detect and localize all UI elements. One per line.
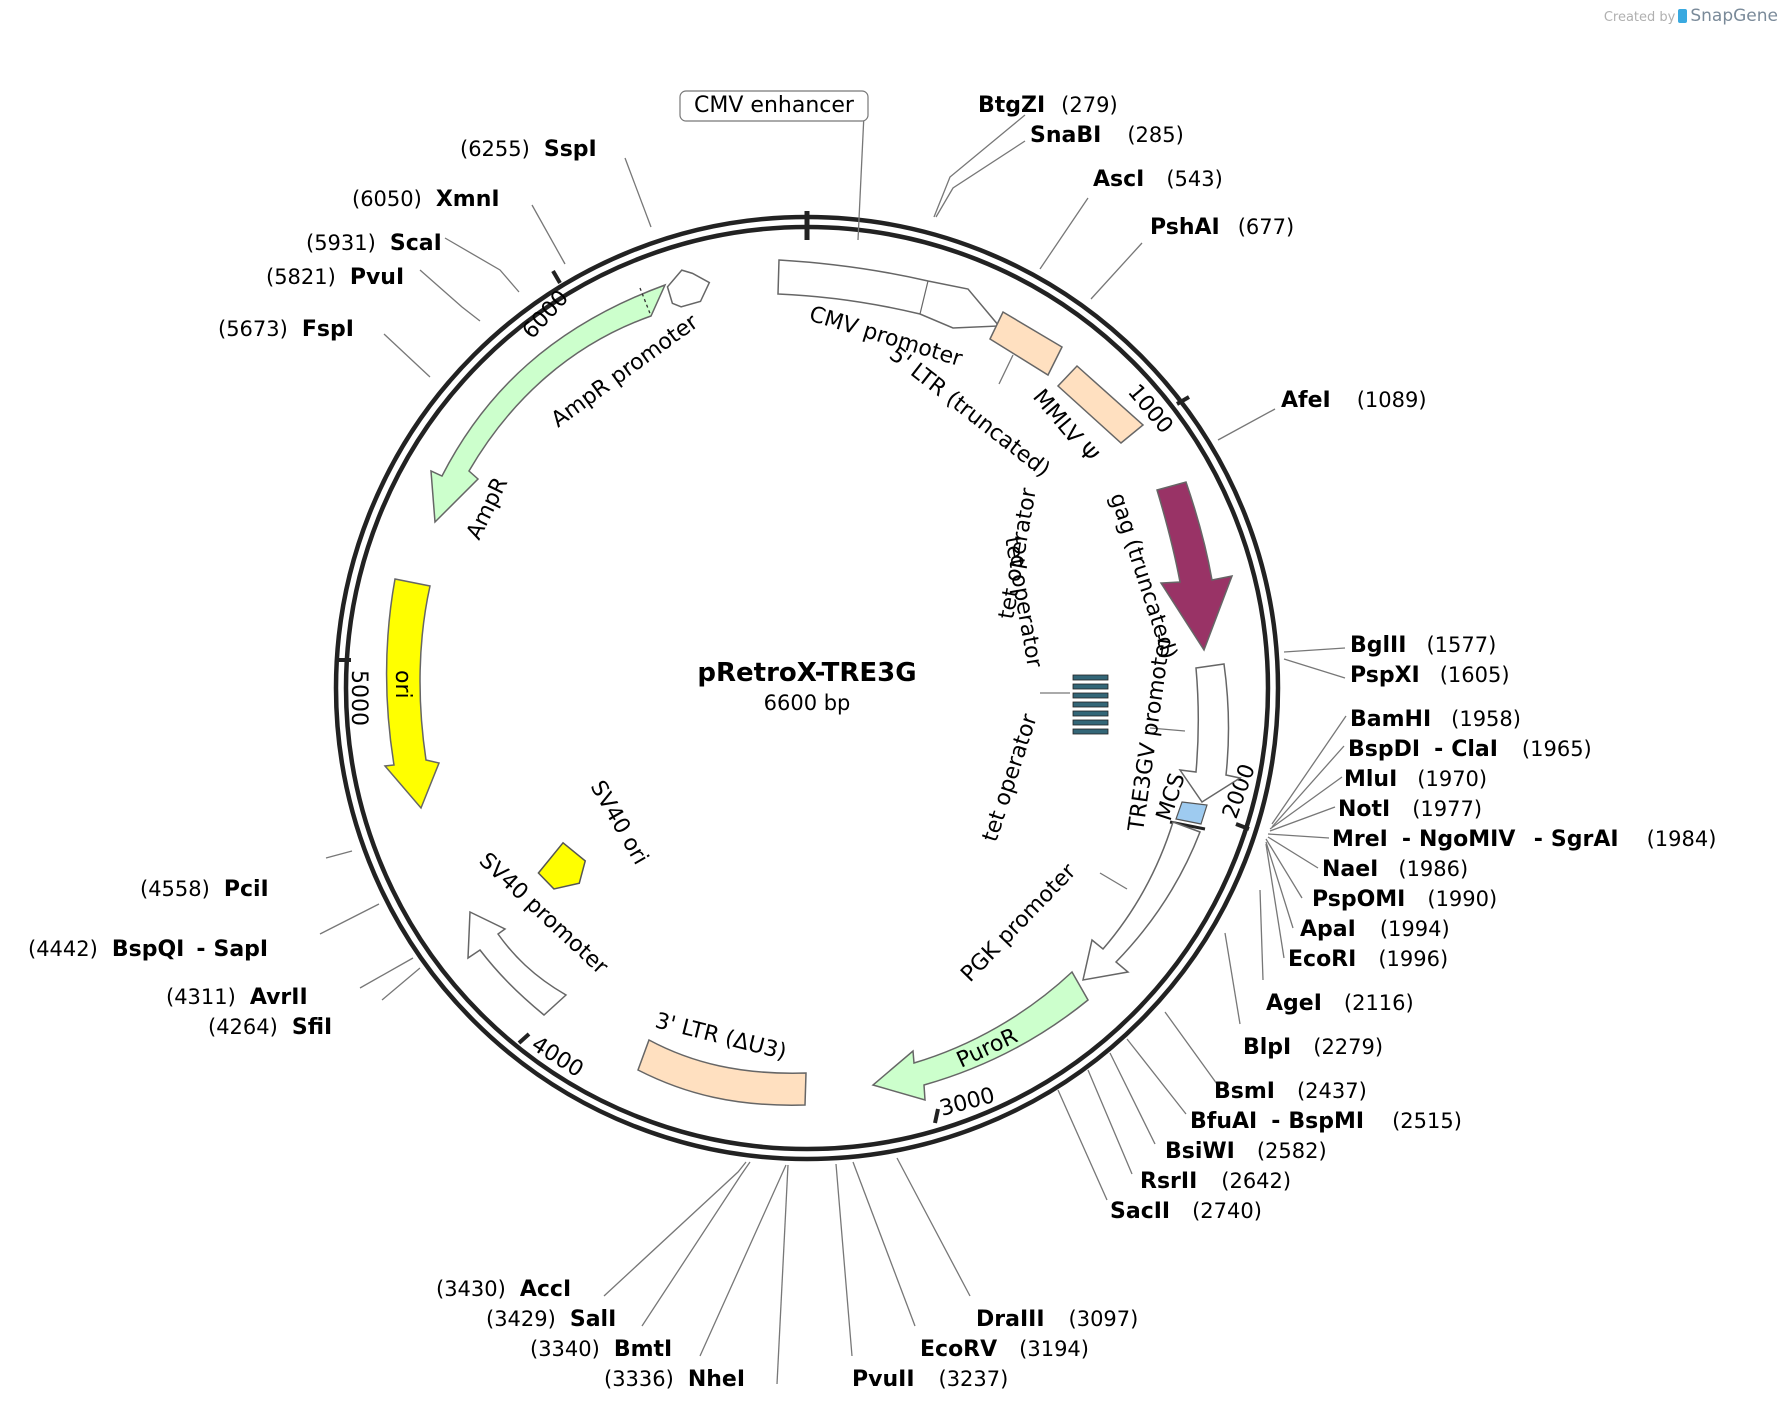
site-label[interactable]: BspDI-ClaI(1965) <box>1348 737 1592 762</box>
site-label[interactable]: (4558)PciI <box>140 877 269 902</box>
site-label[interactable]: (6050)XmnI <box>352 187 500 212</box>
sv40-ori-feature: SV40 ori <box>537 777 653 890</box>
site-label[interactable]: MluI(1970) <box>1344 767 1487 792</box>
plasmid-backbone <box>333 214 1281 1162</box>
site-leader-lines <box>319 114 1347 1385</box>
tick-label: 5000 <box>346 670 371 726</box>
site-label[interactable]: RsrII(2642) <box>1140 1169 1291 1194</box>
site-label[interactable]: SacII(2740) <box>1110 1199 1262 1224</box>
features: CMV enhancer CMV promoter 5' LTR (trunca… <box>383 90 1242 1106</box>
site-label[interactable]: AscI(543) <box>1093 167 1223 192</box>
site-label[interactable]: MreI-NgoMIV-SgrAI(1984) <box>1332 827 1716 852</box>
mmlv-psi-feature: MMLV Ψ <box>1027 364 1145 468</box>
site-label[interactable]: (6255)SspI <box>460 137 597 162</box>
site-label[interactable]: (3340)BmtI <box>530 1337 672 1362</box>
site-label[interactable]: SnaBI(285) <box>1030 123 1184 148</box>
site-label[interactable]: EcoRI(1996) <box>1288 947 1448 972</box>
site-label[interactable]: (4442)BspQI-SapI <box>28 937 268 962</box>
site-label[interactable]: (3430)AccI <box>436 1277 571 1302</box>
site-label[interactable]: DraIII(3097) <box>976 1307 1138 1332</box>
ori-feature: ori <box>383 578 441 810</box>
plasmid-center-label: pRetroX-TRE3G 6600 bp <box>697 658 916 715</box>
plasmid-name: pRetroX-TRE3G <box>697 658 916 688</box>
site-label[interactable]: BglII(1577) <box>1350 633 1496 658</box>
site-label[interactable]: BfuAI-BspMI(2515) <box>1190 1109 1462 1134</box>
site-label[interactable]: (4311)AvrII <box>166 985 308 1010</box>
site-label[interactable]: (5673)FspI <box>218 317 354 342</box>
tet-operator-label: tet operator <box>978 710 1043 845</box>
ori-label: ori <box>390 670 415 699</box>
site-label[interactable]: BamHI(1958) <box>1350 707 1521 732</box>
pgk-promoter-feature: PGK promoter <box>956 821 1201 987</box>
cmv-enhancer-label: CMV enhancer <box>694 93 855 118</box>
site-label[interactable]: AfeI(1089) <box>1281 388 1427 413</box>
pgk-promoter-label: PGK promoter <box>956 858 1081 987</box>
site-label[interactable]: (5821)PvuI <box>266 265 404 290</box>
ltr3-feature: 3' LTR (ΔU3) <box>637 1009 807 1106</box>
puror-feature: PuroR <box>871 970 1089 1102</box>
mcs-feature: MCS <box>1152 770 1208 831</box>
tet-operators: tet operator tet operator tet operator <box>978 485 1109 845</box>
sv40-ori-label: SV40 ori <box>585 777 653 870</box>
tick-label: 3000 <box>937 1083 998 1122</box>
puror-label: PuroR <box>953 1024 1022 1074</box>
watermark-prefix: Created by <box>1603 10 1676 25</box>
site-label[interactable]: AgeI(2116) <box>1266 991 1414 1016</box>
site-label[interactable]: BtgZI(279) <box>978 93 1118 118</box>
ampr-promoter-label: AmpR promoter <box>547 309 704 433</box>
cmv-enhancer-feature: CMV enhancer <box>679 90 869 241</box>
site-label[interactable]: BlpI(2279) <box>1243 1035 1383 1060</box>
watermark-brand: SnapGene <box>1690 6 1778 26</box>
site-label[interactable]: (4264)SfiI <box>208 1015 332 1040</box>
plasmid-size: 6600 bp <box>764 691 851 715</box>
site-label[interactable]: PshAI(677) <box>1150 215 1294 240</box>
site-label[interactable]: PvuII(3237) <box>852 1367 1008 1392</box>
site-label[interactable]: BsiWI(2582) <box>1165 1139 1327 1164</box>
site-label[interactable]: ApaI(1994) <box>1300 917 1450 942</box>
restriction-sites: BtgZI(279) SnaBI(285) AscI(543) PshAI(67… <box>28 93 1716 1392</box>
site-label[interactable]: PspXI(1605) <box>1350 663 1510 688</box>
site-label[interactable]: NaeI(1986) <box>1322 857 1468 882</box>
site-label[interactable]: (3429)SalI <box>486 1307 616 1332</box>
site-label[interactable]: NotI(1977) <box>1338 797 1482 822</box>
site-label[interactable]: (3336)NheI <box>604 1367 745 1392</box>
site-label[interactable]: (5931)ScaI <box>306 231 442 256</box>
snapgene-watermark: Created by SnapGene <box>1604 6 1778 26</box>
site-label[interactable]: PspOMI(1990) <box>1312 887 1497 912</box>
site-label[interactable]: BsmI(2437) <box>1214 1079 1367 1104</box>
gag-feature: gag (truncated) <box>1104 481 1234 662</box>
snapgene-logo-icon <box>1678 9 1688 23</box>
site-label[interactable]: EcoRV(3194) <box>920 1337 1089 1362</box>
